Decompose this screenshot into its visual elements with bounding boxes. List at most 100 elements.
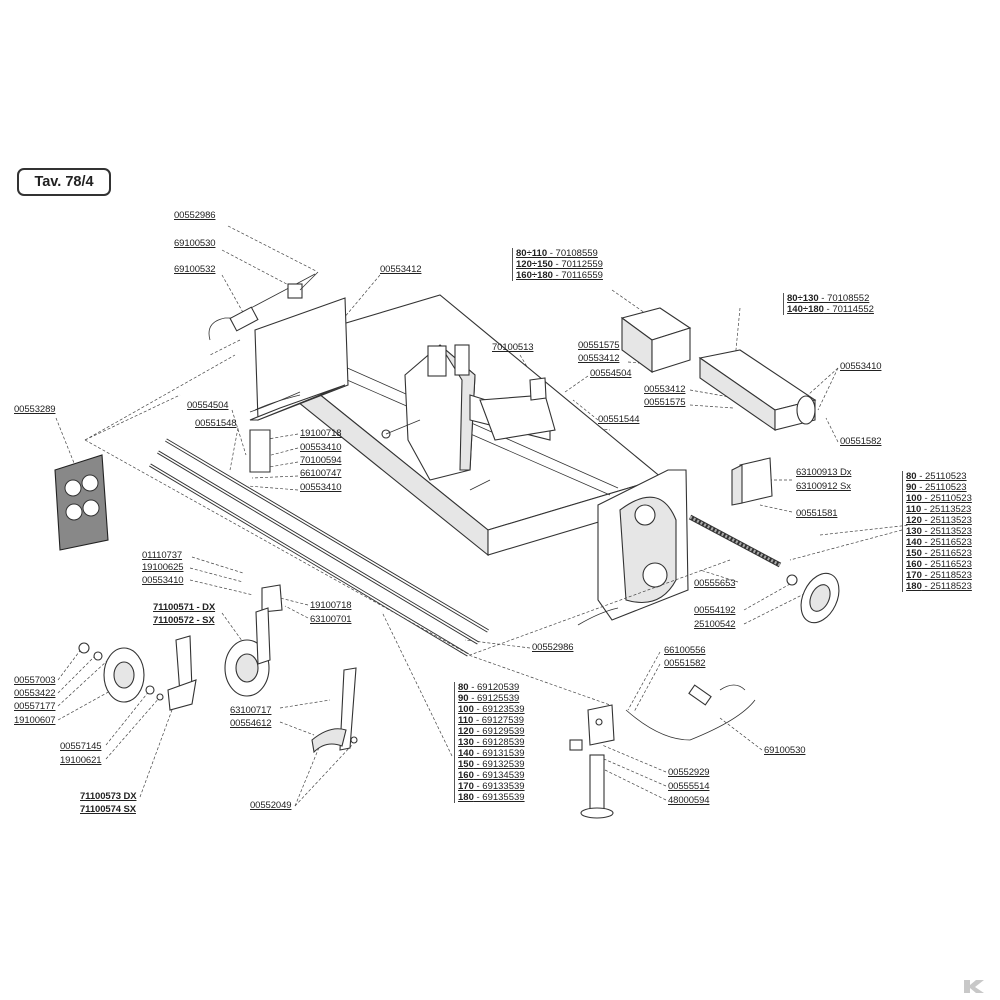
three-point-hitch — [381, 344, 556, 491]
drive-shaft-and-wheel — [688, 514, 840, 624]
variant-code: - 69127539 — [473, 715, 525, 726]
variant-size: 180 — [458, 792, 474, 803]
variant-code: - 69125539 — [468, 693, 520, 704]
variant-size: 160 — [458, 770, 474, 781]
part-label: 00551548 — [195, 418, 237, 429]
variant-code: - 69123539 — [473, 704, 525, 715]
variant-row: 90 - 25110523 — [906, 482, 972, 493]
part-label: 00555514 — [668, 781, 710, 792]
variant-row: 160÷180 - 70116559 — [516, 270, 603, 281]
brand-logo-icon — [964, 980, 984, 993]
part-label: 00553410 — [300, 442, 342, 453]
variant-code: - 69128539 — [473, 737, 525, 748]
part-label: 00553422 — [14, 688, 56, 699]
variant-code: - 69133539 — [473, 781, 525, 792]
variant-code: - 69131539 — [473, 748, 525, 759]
variant-code: - 69134539 — [473, 770, 525, 781]
variant-size: 140 — [458, 748, 474, 759]
variant-row: 100 - 69123539 — [458, 704, 525, 715]
part-label: 70100594 — [300, 455, 342, 466]
variant-code: - 70108552 — [818, 293, 870, 304]
variant-row: 90 - 69125539 — [458, 693, 525, 704]
tine-blade — [311, 667, 358, 754]
part-label: 19100621 — [60, 755, 102, 766]
variant-size: 170 — [458, 781, 474, 792]
part-label: 19100625 — [142, 562, 184, 573]
variant-code: - 25113523 — [921, 504, 972, 515]
variant-size: 90 — [906, 482, 917, 493]
part-label: 00554612 — [230, 718, 272, 729]
variant-size: 130 — [458, 737, 474, 748]
part-label: 00551575 — [644, 397, 686, 408]
part-label: 71100574 SX — [80, 804, 136, 815]
variant-row: 180 - 25118523 — [906, 581, 972, 592]
part-label: 00557177 — [14, 701, 56, 712]
part-label: 19100607 — [14, 715, 56, 726]
variant-row: 130 - 25113523 — [906, 526, 972, 537]
part-label: 00553410 — [840, 361, 882, 372]
variant-row: 160 - 25116523 — [906, 559, 972, 570]
variant-code: - 69129539 — [473, 726, 525, 737]
variant-code: - 70112559 — [552, 259, 603, 270]
variant-size: 180 — [906, 581, 922, 592]
decal-sticker — [54, 454, 109, 551]
part-label: 00551544 — [598, 414, 640, 425]
variant-row: 150 - 25116523 — [906, 548, 972, 559]
variant-size: 160 — [906, 559, 922, 570]
variant-size: 140÷180 — [787, 304, 824, 315]
variant-size: 80÷110 — [516, 248, 548, 259]
variant-code: - 70116559 — [552, 270, 603, 281]
part-label: 00557003 — [14, 675, 56, 686]
variant-code: - 25118523 — [921, 581, 972, 592]
variant-code: - 69120539 — [468, 682, 520, 693]
variant-size: 110 — [906, 504, 922, 515]
variant-size: 80 — [906, 471, 917, 482]
variant-size: 120÷150 — [516, 259, 553, 270]
part-label: 19100718 — [310, 600, 352, 611]
part-label: 63100913 Dx — [796, 467, 852, 478]
dashed-outline — [84, 354, 731, 656]
part-label: 00554504 — [590, 368, 632, 379]
variant-size: 80÷130 — [787, 293, 819, 304]
variant-size: 170 — [906, 570, 922, 581]
part-label: 66100747 — [300, 468, 342, 479]
variant-row: 120÷150 - 70112559 — [516, 259, 603, 270]
part-label: 00557145 — [60, 741, 102, 752]
variant-row: 100 - 25110523 — [906, 493, 972, 504]
variant-code: - 25116523 — [921, 559, 972, 570]
part-label: 63100717 — [230, 705, 272, 716]
table-title: Tav. 78/4 — [17, 168, 111, 196]
variant-row: 140÷180 - 70114552 — [787, 304, 874, 315]
cover-boxes — [620, 307, 817, 432]
variant-size: 120 — [458, 726, 474, 737]
long-rods — [149, 438, 489, 657]
variant-size: 160÷180 — [516, 270, 553, 281]
variant-row: 160 - 69134539 — [458, 770, 525, 781]
variant-row: 80 - 69120539 — [458, 682, 525, 693]
variant-row: 110 - 25113523 — [906, 504, 972, 515]
variant-code: - 25116523 — [921, 548, 972, 559]
part-label: 00553289 — [14, 404, 56, 415]
variant-row: 80÷130 - 70108552 — [787, 293, 874, 304]
variant-row: 170 - 25118523 — [906, 570, 972, 581]
part-label: 00553412 — [380, 264, 422, 275]
variant-row: 150 - 69132539 — [458, 759, 525, 770]
part-label: 00551582 — [840, 436, 882, 447]
variant-code: - 25110523 — [916, 471, 967, 482]
part-label: 00551582 — [664, 658, 706, 669]
variant-row: 170 - 69133539 — [458, 781, 525, 792]
leader-lines — [55, 225, 911, 807]
part-label: 71100573 DX — [80, 791, 137, 802]
part-label: 00551575 — [578, 340, 620, 351]
variant-row: 80÷110 - 70108559 — [516, 248, 603, 259]
variant-code: - 70108559 — [547, 248, 598, 259]
variant-size: 140 — [906, 537, 922, 548]
part-label: 01110737 — [142, 550, 183, 561]
part-label: 71100572 - SX — [153, 615, 215, 626]
part-label: 00551581 — [796, 508, 838, 519]
support-leg — [569, 684, 756, 819]
variant-code: - 25118523 — [921, 570, 972, 581]
